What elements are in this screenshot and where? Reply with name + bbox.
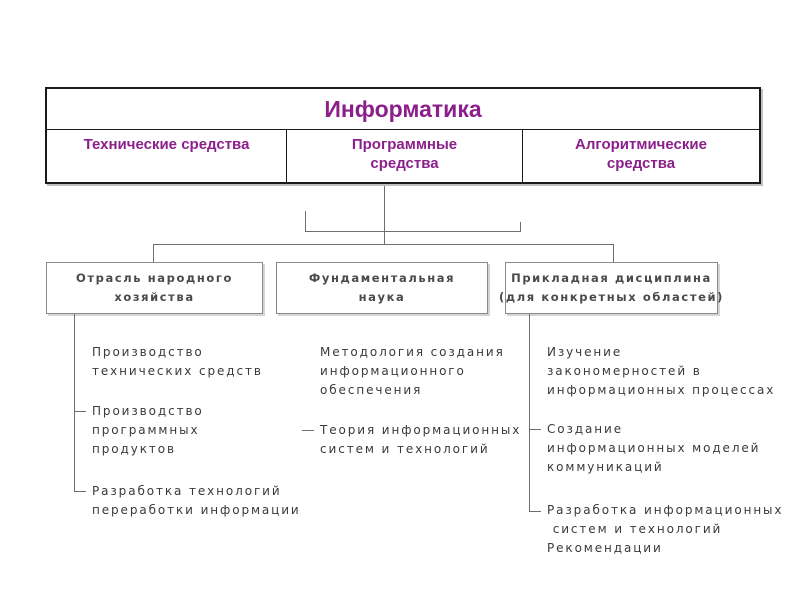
branch-left-line bbox=[153, 244, 154, 262]
category-fundamental-science: Фундаментальная наука bbox=[276, 262, 488, 314]
list-item: Разработка технологий переработки информ… bbox=[92, 484, 301, 517]
list-item: Теория информационных систем и технологи… bbox=[320, 423, 522, 456]
technical-means-cell: Технические средства bbox=[47, 129, 287, 184]
column1-tick-3 bbox=[74, 491, 86, 492]
category-fundamental-science-label: Фундаментальная наука bbox=[308, 271, 456, 304]
technical-means-label: Технические средства bbox=[83, 136, 250, 153]
main-trunk-line bbox=[384, 186, 385, 245]
column1-tick-2 bbox=[74, 411, 86, 412]
bracket-horizontal bbox=[305, 231, 521, 232]
list-item: Производство технических средств bbox=[92, 345, 263, 378]
informatics-table: Информатика Технические средства Програм… bbox=[45, 87, 761, 184]
category-applied-discipline: Прикладная дисциплина (для конкретных об… bbox=[499, 262, 722, 314]
bracket-vertical-left bbox=[305, 211, 306, 232]
column1-vertical-line bbox=[74, 314, 75, 492]
branch-horizontal-line bbox=[153, 244, 614, 245]
diagram-title: Информатика bbox=[47, 89, 759, 130]
branch-right-line bbox=[613, 244, 614, 262]
column3-tick-3 bbox=[529, 511, 541, 512]
software-means-label: Программные средства bbox=[351, 136, 458, 172]
column3-vertical-line bbox=[529, 314, 530, 512]
list-item: Создание информационных моделей коммуник… bbox=[547, 422, 761, 474]
list-item: Методология создания информационного обе… bbox=[320, 345, 505, 397]
software-means-cell: Программные средства bbox=[287, 129, 523, 184]
list-item: Изучение закономерностей в информационны… bbox=[547, 345, 776, 397]
column2-tick bbox=[302, 430, 314, 431]
column3-tick-2 bbox=[529, 429, 541, 430]
list-item: Разработка информационных систем и техно… bbox=[547, 503, 784, 555]
algorithmic-means-label: Алгоритмические средства bbox=[575, 136, 707, 172]
category-applied-discipline-label: Прикладная дисциплина (для конкретных об… bbox=[499, 271, 724, 304]
algorithmic-means-cell: Алгоритмические средства bbox=[523, 129, 759, 184]
list-item: Производство программных продуктов bbox=[92, 404, 204, 456]
category-national-economy: Отрасль народного хозяйства bbox=[46, 262, 263, 314]
bracket-vertical-right bbox=[520, 222, 521, 232]
category-national-economy-label: Отрасль народного хозяйства bbox=[75, 271, 234, 304]
